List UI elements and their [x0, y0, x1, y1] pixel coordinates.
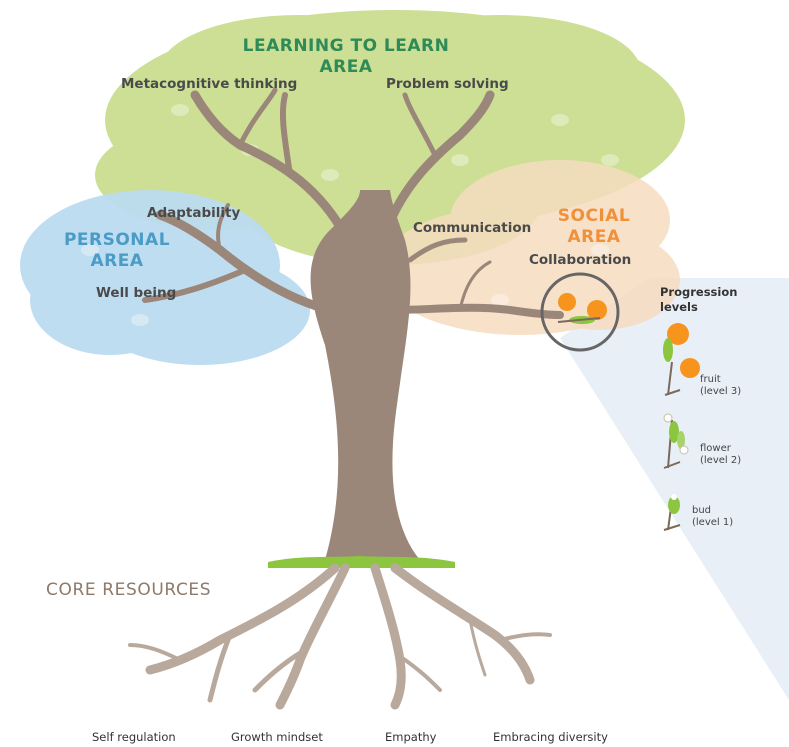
label-problem-solving: Problem solving — [386, 76, 509, 92]
core-resources-title: CORE RESOURCES — [46, 580, 212, 600]
bud-level-icon — [663, 494, 681, 531]
progression-level-flower: flower (level 2) — [700, 443, 741, 467]
trunk-and-branches — [142, 87, 564, 560]
root-label-growth-mindset: Growth mindset — [231, 730, 323, 744]
root-label-self-regulation: Self regulation — [92, 730, 176, 744]
label-collaboration: Collaboration — [529, 252, 632, 268]
learning-area-title: LEARNING TO LEARN AREA — [231, 36, 461, 78]
bud-level-number: (level 1) — [692, 517, 734, 528]
social-area-title: SOCIAL AREA — [548, 206, 640, 248]
personal-foliage — [20, 190, 310, 365]
personal-area-title-line1: PERSONAL — [63, 230, 171, 250]
personal-area-title-line2: AREA — [90, 251, 144, 271]
progression-levels-title: Progression levels — [660, 285, 737, 315]
fruit-level-icon — [663, 323, 700, 396]
learning-area-title-line1: LEARNING TO LEARN — [242, 36, 450, 56]
grass — [268, 556, 455, 568]
flower-level-number: (level 2) — [700, 455, 742, 466]
progression-level-bud: bud (level 1) — [692, 505, 733, 529]
label-adaptability: Adaptability — [147, 205, 241, 221]
learning-area-title-line2: AREA — [319, 57, 373, 77]
progression-title-line2: levels — [660, 300, 698, 314]
fruit-level-name: fruit — [700, 374, 721, 385]
label-well-being: Well being — [96, 285, 177, 301]
collaboration-fruit-highlight — [540, 272, 620, 352]
personal-area-title: PERSONAL AREA — [52, 230, 182, 272]
flower-level-icon — [663, 413, 689, 469]
social-area-title-line2: AREA — [567, 227, 621, 247]
label-communication: Communication — [413, 220, 532, 236]
progression-panel — [560, 278, 789, 700]
bud-level-name: bud — [692, 505, 712, 516]
flower-level-name: flower — [700, 443, 731, 454]
progression-title-line1: Progression — [660, 285, 738, 299]
label-metacognitive-thinking: Metacognitive thinking — [121, 76, 298, 92]
root-label-empathy: Empathy — [385, 730, 437, 744]
social-area-title-line1: SOCIAL — [557, 206, 631, 226]
fruit-level-number: (level 3) — [700, 386, 742, 397]
roots — [128, 563, 552, 710]
progression-level-fruit: fruit (level 3) — [700, 374, 741, 398]
learning-foliage — [95, 10, 685, 265]
root-label-embracing-diversity: Embracing diversity — [493, 730, 608, 744]
